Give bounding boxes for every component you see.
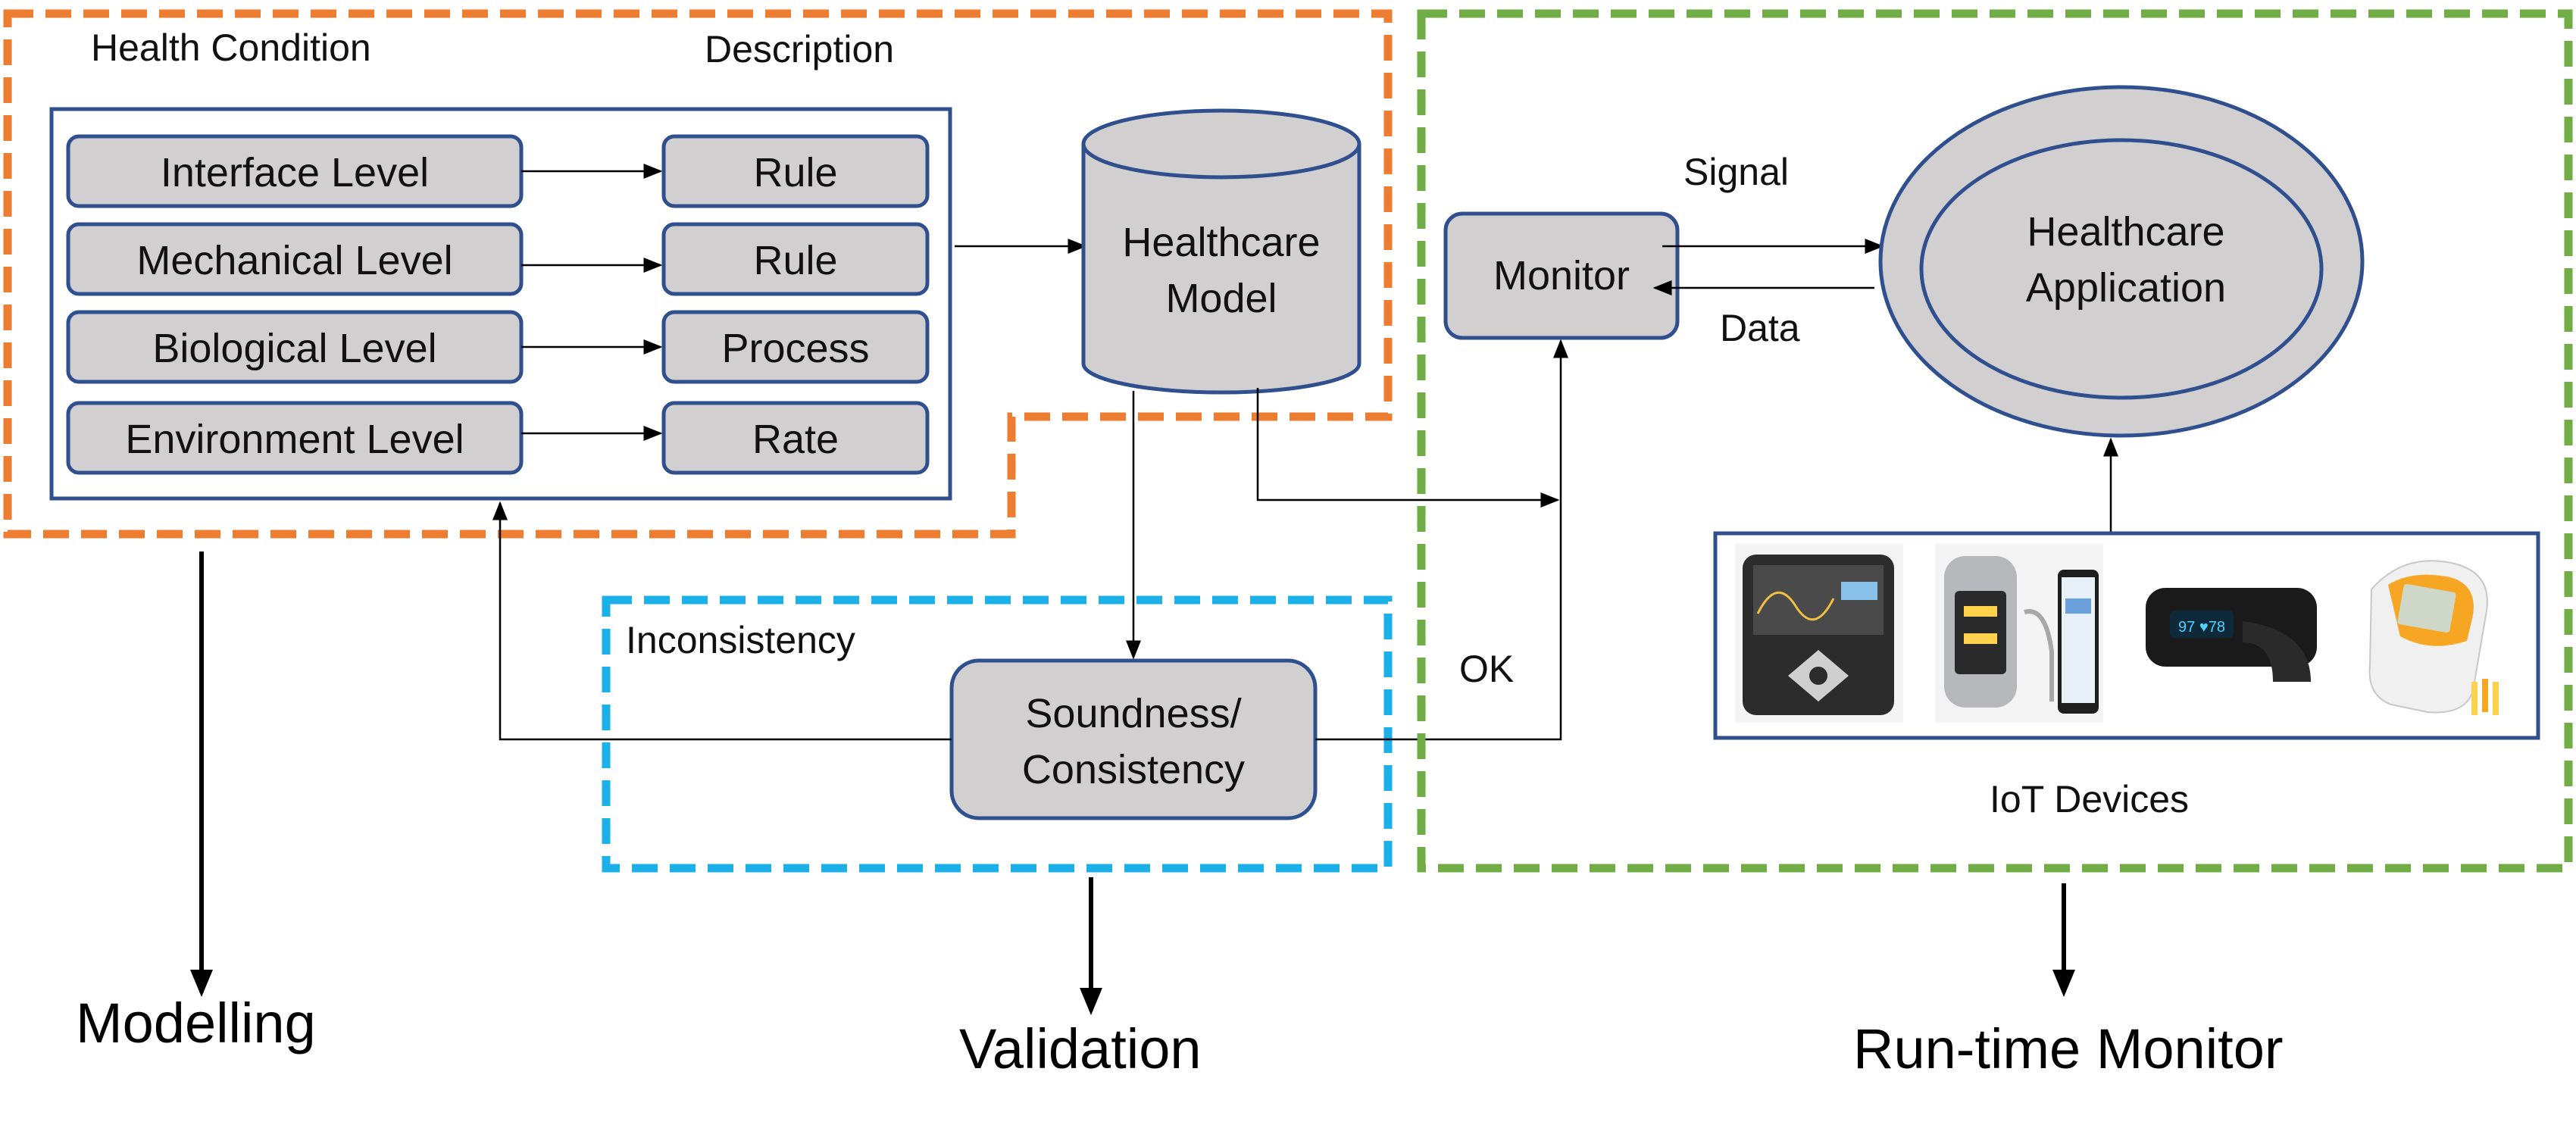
modelling-section-label: Modelling [76,992,316,1055]
level-label-environment: Environment Level [125,417,464,462]
level-label-biological: Biological Level [152,326,436,371]
soundness-consistency-box [949,658,1318,820]
desc-box-biological [661,310,930,384]
check-label-line1: Soundness/ [1025,691,1241,736]
application-inner-ring [1919,138,2324,400]
runtime-section-label: Run-time Monitor [1853,1017,2284,1080]
arrow-ok-to-monitor [1315,339,1568,741]
iot-devices-label: IoT Devices [1990,778,2189,820]
data-label: Data [1720,307,1800,349]
desc-box-interface [661,134,930,208]
level-box-mechanical [66,222,524,296]
health-condition-table [49,107,952,501]
desc-label-mechanical: Rule [753,238,837,283]
validation-section-label: Validation [959,1017,1202,1080]
inconsistency-label: Inconsistency [626,619,855,661]
pulse-oximeter-icon [1935,544,2103,723]
arrow-inconsistency-feedback [492,501,952,741]
glucose-meter-icon [2349,544,2517,723]
desc-label-interface: Rule [753,150,837,195]
monitor-label: Monitor [1493,253,1630,298]
validation-region-border [602,595,1393,873]
check-label-line2: Consistency [1022,747,1245,792]
desc-label-environment: Rate [752,417,839,462]
app-label-line2: Application [2026,265,2226,311]
monitor-box [1443,211,1680,340]
level-label-mechanical: Mechanical Level [136,238,452,283]
runtime-region-border [1417,9,2573,873]
description-header: Description [705,28,894,70]
model-label-line1: Healthcare [1122,220,1320,265]
modelling-region-border [3,9,1393,539]
iot-devices-panel [1713,531,2540,740]
app-label-line1: Healthcare [2027,209,2224,255]
level-box-environment [66,401,524,475]
svg-text:97 ♥78: 97 ♥78 [2178,619,2225,636]
arrow-model-to-monitor [1256,388,1560,508]
insulin-pump-icon [1735,544,1903,723]
health-condition-header: Health Condition [91,27,371,69]
desc-box-environment [661,401,930,475]
desc-box-mechanical [661,222,930,296]
desc-label-biological: Process [721,326,869,371]
wrist-oximeter-icon: 97 ♥78 [2138,544,2324,723]
healthcare-model-database-icon [1081,108,1361,395]
signal-label: Signal [1683,151,1789,193]
model-label-line2: Model [1165,276,1277,321]
ok-label: OK [1459,648,1514,690]
level-label-interface: Interface Level [161,150,429,195]
